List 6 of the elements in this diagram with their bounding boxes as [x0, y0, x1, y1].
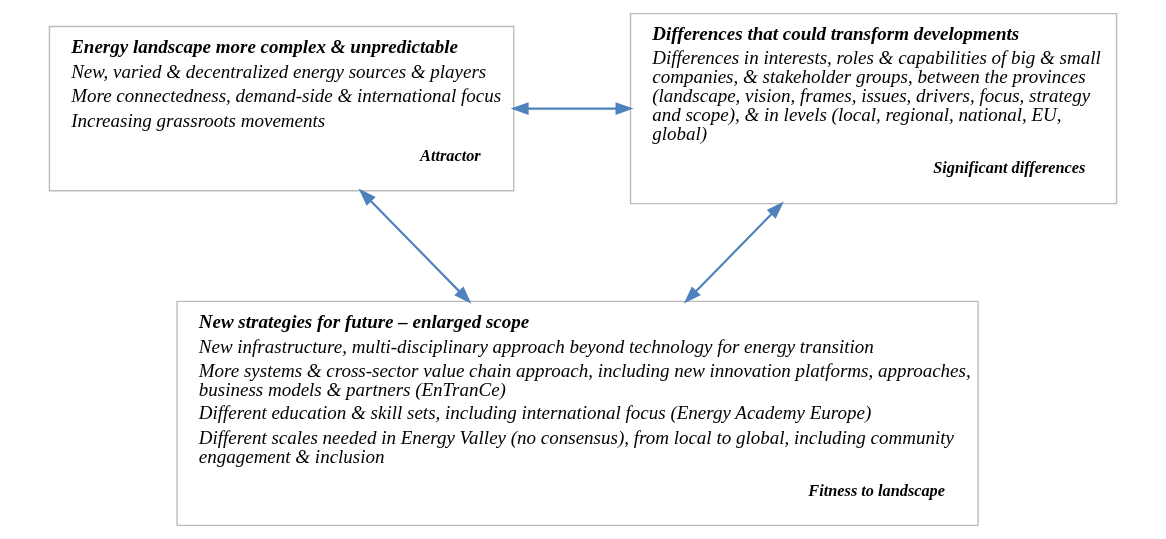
- arrow: [510, 102, 634, 115]
- arrow: [683, 201, 784, 304]
- node-box: New strategies for future – enlarged scope New infrastructure, multi-disciplinary approach beyond technology for energy transition More systems & cross-sector value chain approach, including new innovation platforms, approaches, business models & partners (EnTranCe) Different education & skill sets, including international focus (Energy Academy Europe) Different scales needed in Energy Valley (no consensus), from local to global, including community engagement & inclusion Fitness to landscape: [176, 300, 979, 527]
- node-box: Differences that could transform developments Differences in interests, roles & capabilities of big & small companies, & stakeholder groups, between the provinces (landscape, vision, frames, issues, drivers, focus, strategy and scope), & in levels (local, regional, national, EU, global) Significant differences: [629, 12, 1118, 205]
- arrow: [358, 188, 472, 304]
- node-box: Energy landscape more complex & unpredictable New, varied & decentralized energy sources & players More connectedness, demand-side & international focus Increasing grassroots movements Attractor: [48, 25, 515, 192]
